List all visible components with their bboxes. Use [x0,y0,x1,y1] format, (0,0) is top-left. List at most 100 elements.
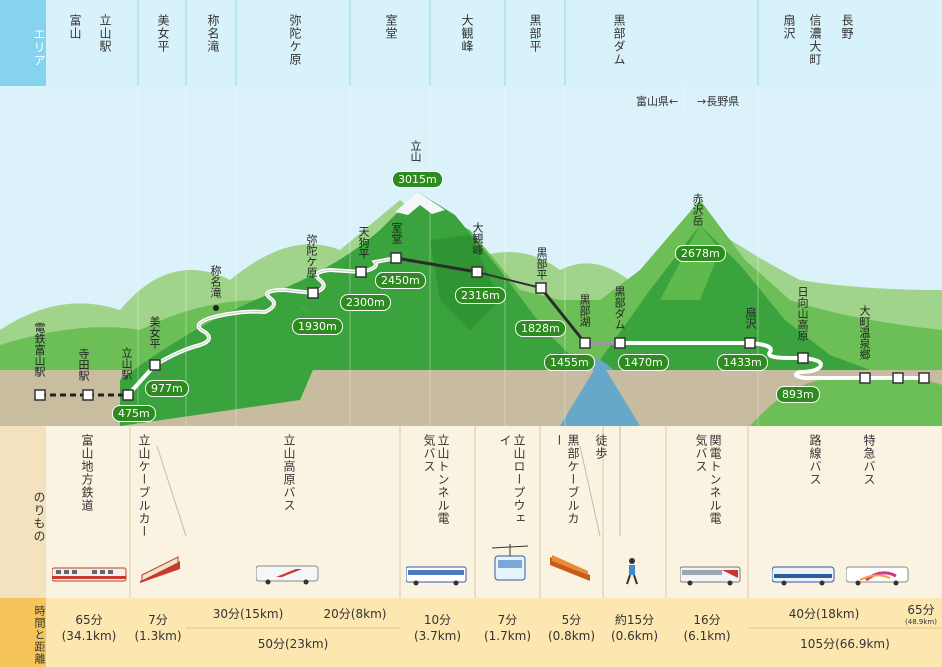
time-tunnel-trolley-time: 10分 [423,613,452,627]
time-panel [0,598,942,667]
time-tateyama-cable-time: 7分 [148,613,168,627]
time-grid [186,627,942,629]
vehicle-kurobe-cable-car: 黒部ケーブルカー [552,434,580,525]
area-ogizawa: 扇沢 [782,14,796,40]
peak-tateyama-elevation: 3015m [392,171,443,188]
area-header [0,0,942,86]
time-tunnel-trolley: 10分 (3.7km) [400,612,475,644]
time-toyama-railway-time: 65分 [75,613,103,627]
station-kurobeko-name: 黒部湖 [578,294,591,327]
time-highland-bus-2: 20分(8km) [323,607,387,621]
area-murodo: 室堂 [384,14,398,40]
route-bus-icon [772,566,835,586]
time-ropeway-time: 7分 [497,613,518,627]
station-murodo-name: 室堂 [390,222,403,244]
area-nagano: 長野 [840,14,854,40]
station-bijodaira-elevation: 977m [145,380,189,397]
area-midagahara: 弥陀ケ原 [288,14,302,66]
vehicle-route-bus: 路線バス [808,434,822,486]
train-icon [52,567,127,582]
vehicles-label: のりもの [0,426,46,598]
station-tateyama-elevation: 475m [112,405,156,422]
time-walk-time: 約15分 [614,613,655,627]
station-tengudaira-elevation: 2300m [340,294,391,311]
station-murodo-elevation: 2450m [375,272,426,289]
time-express-bus-dist: (48.9km) [905,618,937,626]
vehicle-tateyama-tunnel-trolley-bus: 立山トンネル電気バス [422,434,450,525]
highland-bus-icon [256,565,319,585]
peak-akazawadake-name: 赤沢岳 [691,193,704,226]
area-shinano-omachi: 信濃大町 [808,14,822,66]
trolley-bus-icon [406,566,467,586]
station-daikanbo-name: 大観峰 [471,222,484,255]
area-daikanbo: 大観峰 [460,14,474,53]
kurobe-cable-car-icon [550,555,590,581]
time-express-bus-time: 65分 [907,603,935,617]
station-dentetsu-toyama-name: 電鉄富山駅 [33,322,46,377]
station-kurobe-dam-name: 黒部ダム [613,286,626,330]
station-midagahara-elevation: 1930m [292,318,343,335]
station-ogizawa-name: 扇沢 [744,307,757,329]
vehicle-express-bus: 特急バス [862,434,876,486]
time-ropeway: 7分 (1.7km) [475,612,540,644]
area-kurobe-dam: 黒部ダム [612,14,626,66]
time-tunnel-trolley-dist: (3.7km) [413,629,462,643]
time-kurobe-cable-time: 5分 [561,613,582,627]
prefecture-toyama-label: 富山県← [636,95,679,108]
time-kanden-trolley: 16分 (6.1km) [666,612,748,644]
time-kanden-trolley-dist: (6.1km) [683,629,731,643]
time-walk-dist: (0.6km) [610,629,659,643]
time-toyama-railway: 65分 (34.1km) [48,612,130,644]
time-bus-total: 105分(66.9km) [800,637,890,651]
time-label: 時間と距離 [0,598,46,667]
area-kurobedaira: 黒部平 [528,14,542,53]
area-dividers [137,0,759,86]
cable-car-icon [140,556,180,583]
station-bijodaira-name: 美女平 [148,316,161,349]
mountain-scenery [0,86,942,426]
peak-tateyama-name: 立山 [409,140,422,162]
area-header-label: エリア [0,0,46,86]
area-bijodaira: 美女平 [156,14,170,53]
ropeway-icon [492,544,528,581]
kanden-trolley-bus-icon [680,566,741,586]
station-hinatayama-elevation: 893m [776,386,820,403]
station-hinatayama-name: 日向山高原 [796,286,809,341]
area-shomyo-falls: 称名滝 [206,14,220,53]
station-terada-name: 寺田駅 [77,348,90,381]
time-highland-bus-total: 50分(23km) [257,637,329,651]
station-ogizawa-elevation: 1433m [717,354,768,371]
time-kurobe-cable: 5分 (0.8km) [540,612,603,644]
station-omachi-onsen-name: 大町温泉郷 [858,305,871,360]
time-ropeway-dist: (1.7km) [483,629,532,643]
vehicle-kanden-tunnel-trolley-bus: 関電トンネル電気バス [694,434,722,525]
station-tengudaira-name: 天狗平 [357,226,370,259]
time-toyama-railway-dist: (34.1km) [61,629,117,643]
vehicle-tateyama-highland-bus: 立山高原バス [282,434,296,512]
station-midagahara-name: 弥陀ケ原 [305,234,318,278]
station-kurobe-dam-elevation: 1470m [618,354,669,371]
vehicle-tateyama-cable-car: 立山ケーブルカー [137,434,151,538]
vehicle-toyama-chiho-railway: 富山地方鉄道 [80,434,94,512]
station-kurobeko-elevation: 1455m [544,354,595,371]
station-shomyo-falls-name: 称名滝 [209,265,222,298]
area-tateyama-station: 立山駅 [98,14,112,53]
peak-akazawadake-elevation: 2678m [675,245,726,262]
time-highland-bus-1: 30分(15km) [212,607,284,621]
station-kurobedaira-name: 黒部平 [535,247,548,280]
prefecture-nagano-label: →長野県 [697,95,740,108]
vehicle-walk: 徒歩 [594,434,608,460]
time-tateyama-cable: 7分 (1.3km) [130,612,186,644]
area-toyama: 富山 [68,14,82,40]
time-tateyama-cable-dist: (1.3km) [134,629,182,643]
station-daikanbo-elevation: 2316m [455,287,506,304]
time-kurobe-cable-dist: (0.8km) [547,629,596,643]
station-tateyama-name: 立山駅 [120,347,133,380]
time-express-bus: 65分 (48.9km) [900,602,942,627]
vehicle-tateyama-ropeway: 立山ロープウェイ [498,434,526,525]
time-kanden-trolley-time: 16分 [693,613,721,627]
time-route-bus: 40分(18km) [788,607,860,621]
time-walk: 約15分 (0.6km) [603,612,666,644]
express-bus-icon [846,566,909,586]
